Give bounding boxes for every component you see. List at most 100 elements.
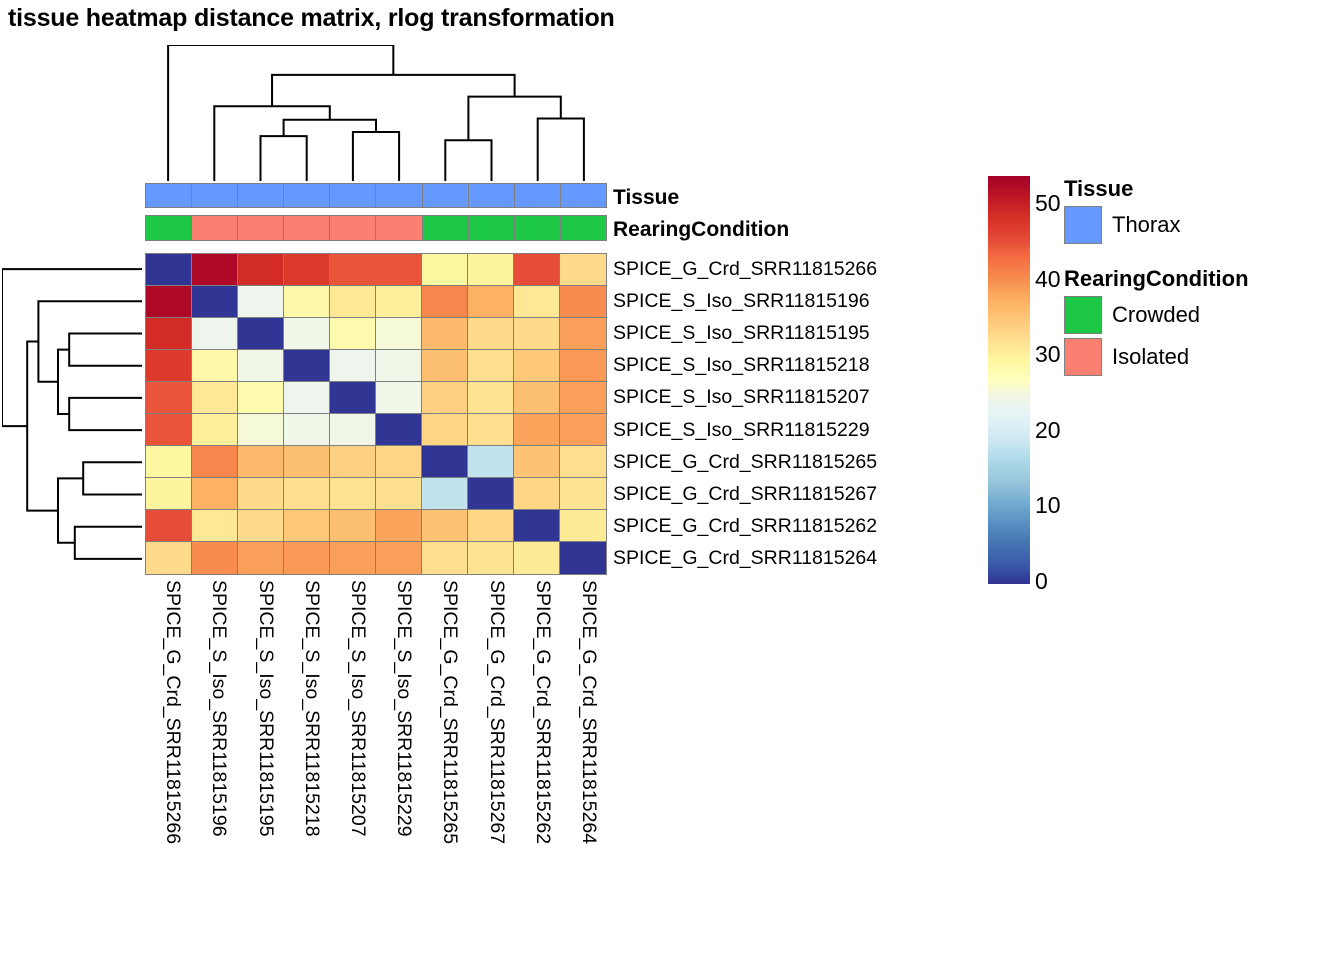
heatmap-cell (192, 478, 238, 510)
tissue-annotation-cell (284, 184, 331, 207)
heatmap-cell (146, 286, 192, 318)
dendrogram-link (73, 525, 142, 560)
dendrogram-link (68, 332, 142, 367)
tissue-annotation-label: Tissue (613, 186, 680, 209)
heatmap-cell (376, 542, 422, 574)
heatmap-cell (514, 286, 560, 318)
column-label: SPICE_S_Iso_SRR11815195 (254, 580, 277, 837)
rearing-annotation-cell (146, 216, 193, 240)
heatmap-cell (422, 542, 468, 574)
dendrogram-link (213, 105, 331, 181)
dendrogram-link (57, 477, 84, 544)
tissue-annotation-cell (330, 184, 377, 207)
row-label: SPICE_S_Iso_SRR11815218 (613, 354, 870, 377)
rearing-annotation-cell (560, 216, 606, 240)
heatmap-cell (192, 510, 238, 542)
heatmap-cell (560, 542, 606, 574)
dendrogram-link (167, 45, 395, 181)
column-label-slot: SPICE_G_Crd_SRR11815267 (468, 580, 514, 958)
heatmap-cell (192, 446, 238, 478)
heatmap-cell (146, 350, 192, 382)
heatmap-cell (330, 382, 376, 414)
heatmap-cell (468, 446, 514, 478)
heatmap-cell (238, 382, 284, 414)
heatmap-cell (560, 382, 606, 414)
heatmap-cell (514, 446, 560, 478)
colorbar (988, 176, 1030, 584)
heatmap-cell (146, 510, 192, 542)
heatmap-cell (422, 478, 468, 510)
column-label-slot: SPICE_G_Crd_SRR11815262 (515, 580, 561, 958)
heatmap-cell (376, 478, 422, 510)
heatmap-cell (560, 286, 606, 318)
column-label: SPICE_G_Crd_SRR11815267 (485, 580, 508, 845)
heatmap-cell (146, 318, 192, 350)
heatmap-cell (422, 382, 468, 414)
heatmap-cell (192, 350, 238, 382)
heatmap-cell (238, 350, 284, 382)
heatmap-cell (514, 478, 560, 510)
tissue-annotation-cell (422, 184, 469, 207)
heatmap-cell (284, 510, 330, 542)
heatmap-cell (284, 318, 330, 350)
heatmap-cell (284, 478, 330, 510)
column-label-slot: SPICE_G_Crd_SRR11815265 (422, 580, 468, 958)
dendrogram-link (2, 268, 142, 428)
page-title: tissue heatmap distance matrix, rlog tra… (8, 4, 615, 32)
heatmap-cell (422, 446, 468, 478)
heatmap-cell (146, 446, 192, 478)
heatmap-cell (238, 478, 284, 510)
heatmap-cell (192, 254, 238, 286)
column-label: SPICE_G_Crd_SRR11815264 (578, 580, 601, 845)
heatmap-cell (514, 382, 560, 414)
dendrogram-link (26, 340, 58, 512)
row-label: SPICE_S_Iso_SRR11815196 (613, 289, 870, 312)
colorbar-tick-label: 0 (1035, 568, 1048, 594)
heatmap-cell (468, 254, 514, 286)
rearing-annotation-cell (376, 216, 423, 240)
heatmap-cell (238, 446, 284, 478)
tissue-legend-title: Tissue (1064, 176, 1134, 201)
heatmap-cell (560, 318, 606, 350)
row-dendrogram (2, 268, 142, 560)
heatmap-grid (145, 253, 607, 575)
heatmap-cell (376, 382, 422, 414)
colorbar-tick-label: 20 (1035, 416, 1061, 443)
heatmap-cell (284, 286, 330, 318)
heatmap-cell (514, 318, 560, 350)
column-label-slot: SPICE_S_Iso_SRR11815207 (330, 580, 376, 958)
tissue-annotation-bar (145, 183, 607, 208)
row-label: SPICE_S_Iso_SRR11815195 (613, 322, 870, 344)
tissue-annotation-cell (146, 184, 193, 207)
dendrogram-link (536, 117, 585, 181)
rearing-annotation-cell (468, 216, 515, 240)
heatmap-cell (284, 382, 330, 414)
heatmap-cell (422, 254, 468, 286)
column-label-slot: SPICE_S_Iso_SRR11815218 (284, 580, 330, 958)
heatmap-cell (330, 254, 376, 286)
tissue-legend-item: Thorax (1064, 206, 1334, 244)
heatmap-cell (238, 254, 284, 286)
row-label: SPICE_G_Crd_SRR11815266 (613, 257, 878, 280)
column-label-slot: SPICE_S_Iso_SRR11815196 (191, 580, 237, 958)
heatmap-cell (560, 510, 606, 542)
dendrogram-link (351, 131, 401, 181)
dendrogram-link (259, 135, 308, 181)
heatmap-cell (192, 286, 238, 318)
heatmap-cell (146, 254, 192, 286)
column-label: SPICE_S_Iso_SRR11815207 (347, 580, 370, 837)
heatmap-cell (514, 510, 560, 542)
heatmap-cell (330, 286, 376, 318)
heatmap-cell (468, 542, 514, 574)
rearing-annotation-cell (238, 216, 285, 240)
heatmap-cell (146, 382, 192, 414)
heatmap-cell (376, 318, 422, 350)
heatmap-cell (330, 542, 376, 574)
column-label: SPICE_G_Crd_SRR11815265 (439, 580, 462, 845)
heatmap-cell (284, 542, 330, 574)
heatmap-cell (238, 510, 284, 542)
heatmap-cell (238, 414, 284, 446)
heatmap-cell (238, 318, 284, 350)
heatmap-cell (284, 254, 330, 286)
